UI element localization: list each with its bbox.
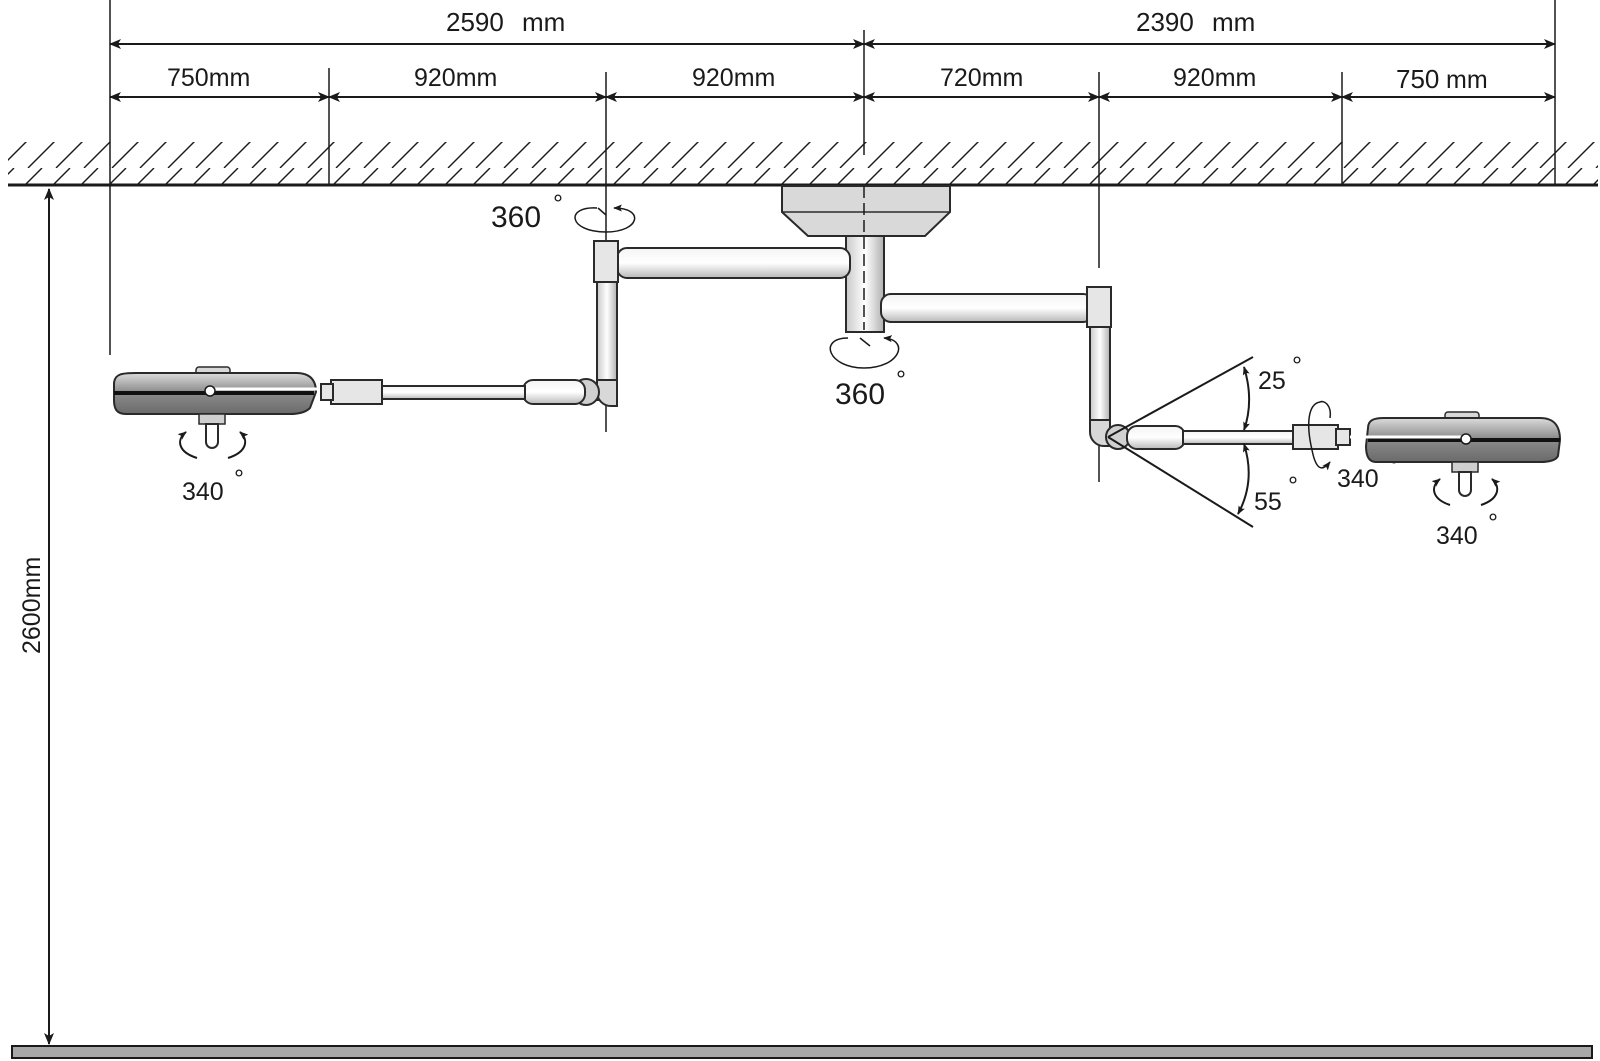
right-head-handle: [1458, 471, 1472, 497]
right-yoke-pin: [1335, 428, 1351, 446]
center-rotation-indicator: 360 °: [829, 335, 906, 411]
tilt-range-indicator: 25 ° 55 °: [1107, 352, 1302, 528]
segment-label-6-value: 750: [1396, 64, 1439, 94]
left-arm-assembly: [320, 240, 851, 407]
left-upper-arm: [616, 247, 851, 279]
tilt-down-limit-line: [1107, 436, 1254, 528]
dimension-2590-unit: mm: [522, 7, 565, 37]
segment-label-3: 920mm: [692, 64, 775, 92]
ceiling-mount: [781, 185, 951, 333]
floor-slab: [11, 1045, 1593, 1059]
right-spring-arm-end: [1126, 425, 1186, 450]
left-head-rotate-arrow-right: [227, 431, 249, 459]
right-lamp-head: 340 °: [1350, 411, 1562, 550]
tilt-down-arc: [1237, 443, 1250, 515]
right-head-rotation-degree: °: [1488, 509, 1498, 537]
left-elbow: [596, 379, 618, 407]
right-yoke-rotation-degree: °: [1389, 452, 1399, 480]
center-rotation-tick: [859, 337, 871, 347]
right-yoke-rotation-arrow: [1307, 400, 1332, 471]
left-joint-rotation-tick: [597, 207, 607, 216]
left-spring-arm-end: [522, 379, 586, 405]
right-head-pivot: [1460, 433, 1472, 445]
left-yoke-pin: [320, 383, 334, 401]
left-joint-rotation-degree: °: [553, 190, 563, 218]
ceiling: [8, 142, 1598, 187]
left-head-handle: [205, 423, 219, 449]
center-rotation-value: 360: [835, 378, 885, 411]
right-yoke-rotation-value: 340: [1337, 465, 1379, 493]
right-yoke-collar: [1292, 424, 1339, 450]
right-head-rotate-arrow-right: [1480, 478, 1501, 506]
right-upper-arm: [880, 293, 1094, 323]
right-arm-assembly: [880, 286, 1351, 450]
segment-label-2: 920mm: [414, 64, 497, 92]
segment-label-4: 720mm: [940, 64, 1023, 92]
center-rotation-arrow: [829, 335, 900, 369]
height-dimension: 2600mm: [18, 188, 54, 1045]
tilt-up-degree: °: [1292, 352, 1302, 380]
right-upper-joint: [1086, 286, 1112, 328]
right-head-rotation-value: 340: [1436, 522, 1478, 550]
left-head-handle-base: [198, 413, 226, 425]
segment-dimensions: 750mm 920mm 920mm 720mm 920mm 750 mm: [109, 64, 1556, 102]
dimension-2590-value: 2590: [446, 7, 504, 37]
segment-label-6-unit: mm: [1446, 66, 1488, 94]
left-head-rotation-degree: °: [234, 465, 244, 493]
right-yoke-rotation-indicator: 340 °: [1307, 400, 1399, 493]
extension-lines: [109, 0, 1556, 482]
segment-label-5: 920mm: [1173, 64, 1256, 92]
dimension-2390-unit: mm: [1212, 7, 1255, 37]
overall-dimensions: 2590 mm 2390 mm: [109, 7, 1556, 49]
left-head-rotate-arrow-left: [177, 431, 198, 459]
right-elbow: [1089, 419, 1111, 447]
dimension-2390-value: 2390: [1136, 7, 1194, 37]
left-yoke-collar: [330, 379, 383, 405]
right-vertical-tube: [1089, 326, 1111, 431]
left-spring-arm: [379, 385, 526, 400]
tilt-up-arc: [1242, 366, 1251, 431]
tilt-down-degree: °: [1288, 472, 1298, 500]
right-head-handle-base: [1451, 461, 1479, 473]
left-head-pivot: [204, 385, 216, 397]
height-label: 2600mm: [18, 557, 46, 654]
center-column: [845, 235, 885, 333]
left-lamp-head: 340 °: [113, 366, 318, 506]
segment-label-1: 750mm: [167, 64, 250, 92]
left-joint-rotation-indicator: 360 °: [491, 190, 636, 234]
center-rotation-degree: °: [896, 366, 906, 394]
ceiling-canopy: [781, 185, 951, 237]
tilt-down-value: 55: [1254, 488, 1282, 516]
tilt-up-limit-line: [1107, 356, 1254, 438]
right-spring-arm: [1182, 430, 1296, 445]
tilt-up-value: 25: [1258, 367, 1286, 395]
left-joint-rotation-arrow: [574, 204, 636, 233]
left-upper-joint: [593, 240, 619, 283]
left-joint-rotation-value: 360: [491, 201, 541, 234]
right-head-rotate-arrow-left: [1431, 478, 1451, 506]
left-head-rotation-value: 340: [182, 478, 224, 506]
ceiling-hatching: [8, 142, 1598, 184]
